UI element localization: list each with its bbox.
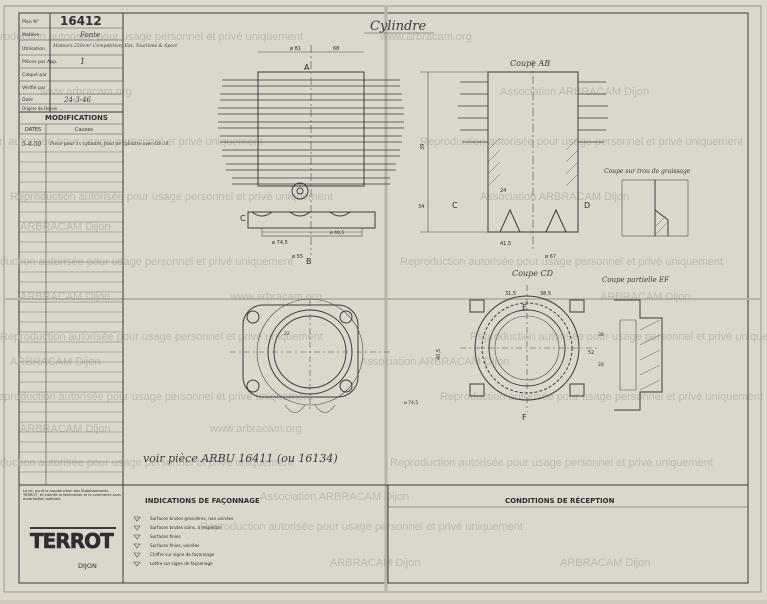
svg-text:Lettre sur signe de façonnage: Lettre sur signe de façonnage: [150, 561, 213, 566]
material-value: Fonte: [79, 31, 100, 39]
svg-text:E: E: [522, 303, 527, 312]
svg-text:www.arbracam.org: www.arbracam.org: [39, 86, 132, 98]
svg-text:Reproduction autorisée pour us: Reproduction autorisée pour usage person…: [0, 256, 293, 268]
svg-text:22: 22: [284, 331, 290, 337]
svg-text:Association ARBRACAM Dijon: Association ARBRACAM Dijon: [260, 491, 409, 503]
svg-text:Coupe CD: Coupe CD: [512, 269, 554, 278]
svg-text:Pièces par App.: Pièces par App.: [22, 58, 58, 65]
svg-text:ø 55: ø 55: [292, 254, 303, 260]
svg-text:www.arbracam.org: www.arbracam.org: [229, 291, 322, 303]
svg-text:ø 74,5: ø 74,5: [404, 400, 418, 406]
svg-text:Reproduction autorisée pour us: Reproduction autorisée pour usage person…: [0, 391, 313, 403]
svg-text:Date: Date: [22, 97, 33, 103]
svg-text:Coupe AB: Coupe AB: [510, 59, 550, 68]
svg-text:B: B: [306, 257, 312, 266]
svg-text:40,5: 40,5: [436, 349, 442, 360]
svg-text:ARBRACAM Dijon: ARBRACAM Dijon: [330, 557, 420, 569]
svg-text:Calqué par: Calqué par: [22, 71, 47, 78]
svg-text:Coupe partielle EF: Coupe partielle EF: [602, 276, 670, 284]
legal-warning: La loi, punit la reproduction des Etabli…: [23, 489, 121, 502]
svg-text:Reproduction autorisée pour us: Reproduction autorisée pour usage person…: [10, 191, 333, 203]
svg-text:52: 52: [588, 350, 594, 356]
svg-text:Reproduction autorisée pour us: Reproduction autorisée pour usage person…: [0, 136, 263, 148]
svg-text:Origine de Dessin: Origine de Dessin: [22, 106, 58, 111]
svg-text:Surfaces finies: Surfaces finies: [150, 534, 181, 539]
svg-text:Association ARBRACAM Dijon: Association ARBRACAM Dijon: [360, 356, 509, 368]
pieces-value: 1: [80, 57, 85, 66]
svg-text:ø 67: ø 67: [545, 254, 556, 260]
mod-cause: Pièce pour 1x cylindre, fond de cylindre…: [49, 140, 168, 147]
mod-date: 5-4-50: [22, 141, 42, 148]
svg-text:Matière: Matière: [22, 31, 39, 38]
modifications-title: MODIFICATIONS: [45, 114, 108, 122]
reception-title: CONDITIONS DE RÉCEPTION: [505, 496, 615, 505]
date-value: 24-3-46: [63, 96, 92, 104]
svg-text:F: F: [522, 413, 527, 422]
svg-text:Plan N°: Plan N°: [22, 19, 39, 25]
svg-text:Reproduction autorisée pour us: Reproduction autorisée pour usage person…: [390, 457, 713, 469]
section-cd: Coupe CD 31,5 38,5 40,5 52 F E ø 74,5: [404, 269, 600, 422]
svg-text:Chiffre sur signe de façonnage: Chiffre sur signe de façonnage: [150, 552, 215, 557]
svg-text:www.arbracam.org: www.arbracam.org: [379, 31, 472, 43]
cylinder-elevation: ø 81 68 A ø 74,5 ø 55 ø 40,5 B C: [218, 45, 404, 266]
svg-text:28: 28: [598, 362, 604, 368]
svg-text:Reproduction autorisée pour us: Reproduction autorisée pour usage person…: [440, 391, 763, 403]
svg-text:Surfaces brutes soins, à respe: Surfaces brutes soins, à respecter: [150, 525, 222, 530]
svg-text:Causes: Causes: [75, 127, 93, 133]
title-block: Plan N° Matière Utilisation Pièces par A…: [19, 12, 748, 583]
svg-text:Utilisation: Utilisation: [22, 46, 45, 52]
svg-text:ARBRACAM Dijon: ARBRACAM Dijon: [560, 557, 650, 569]
svg-text:31,5: 31,5: [505, 291, 516, 297]
svg-text:C: C: [452, 201, 458, 210]
svg-text:Reproduction autorisée pour us: Reproduction autorisée pour usage person…: [0, 31, 303, 43]
cylinder-plan-view: 22: [230, 298, 390, 413]
section-ef: Coupe partielle EF 38 28: [598, 276, 670, 411]
svg-text:A: A: [304, 63, 310, 72]
svg-text:34: 34: [418, 204, 424, 210]
svg-text:Surfaces finies, usinées: Surfaces finies, usinées: [150, 543, 199, 548]
svg-text:Reproduction autorisée pour us: Reproduction autorisée pour usage person…: [470, 331, 767, 343]
svg-text:C: C: [240, 214, 246, 223]
svg-text:Reproduction autorisée pour us: Reproduction autorisée pour usage person…: [200, 521, 523, 533]
plan-number: 16412: [60, 14, 102, 28]
drawing-title: Cylindre: [370, 19, 427, 34]
svg-text:ø 81: ø 81: [290, 46, 301, 52]
svg-text:ARBRACAM Dijon: ARBRACAM Dijon: [20, 291, 110, 303]
svg-text:Reproduction autorisée pour us: Reproduction autorisée pour usage person…: [400, 256, 723, 268]
svg-text:www.arbracam.org: www.arbracam.org: [209, 423, 302, 435]
svg-text:Vérifié par: Vérifié par: [22, 84, 46, 91]
svg-text:Surfaces brutes grossières, no: Surfaces brutes grossières, non usinées: [150, 516, 233, 521]
svg-text:ARBRACAM Dijon: ARBRACAM Dijon: [20, 423, 110, 435]
svg-text:Association ARBRACAM Dijon: Association ARBRACAM Dijon: [500, 86, 649, 98]
svg-text:ARBRACAM Dijon: ARBRACAM Dijon: [600, 291, 690, 303]
watermark: Reproduction autorisée pour usage person…: [0, 31, 767, 569]
terrot-city: DIJON: [78, 562, 97, 570]
svg-text:D: D: [584, 201, 590, 210]
svg-text:38,5: 38,5: [540, 291, 551, 297]
svg-text:41,5: 41,5: [500, 241, 511, 247]
handwritten-note: voir pièce ARBU 16411 (ou 16134): [143, 452, 338, 465]
usage-value: Moteurs 250cm³ Compétition, Ent. Tourism…: [52, 42, 177, 49]
svg-text:Coupe sur trou de graissage: Coupe sur trou de graissage: [604, 168, 691, 175]
svg-text:Reproduction autorisée pour us: Reproduction autorisée pour usage person…: [0, 457, 293, 469]
svg-text:68: 68: [333, 46, 339, 52]
svg-text:24: 24: [500, 188, 506, 194]
svg-text:Association ARBRACAM Dijon: Association ARBRACAM Dijon: [480, 191, 629, 203]
svg-text:ø 74,5: ø 74,5: [272, 240, 288, 246]
indications-title: INDICATIONS DE FAÇONNAGE: [145, 497, 260, 505]
svg-text:39: 39: [420, 144, 426, 150]
svg-text:Reproduction autorisée pour us: Reproduction autorisée pour usage person…: [0, 331, 323, 343]
section-ab: Coupe AB 39 34 24 41,5 ø 67 C D: [418, 59, 608, 260]
svg-text:ø 40,5: ø 40,5: [330, 230, 344, 236]
svg-text:38: 38: [598, 332, 604, 338]
footer: La loi, punit la reproduction des Etabli…: [23, 485, 748, 583]
svg-text:ARBRACAM Dijon: ARBRACAM Dijon: [20, 221, 110, 233]
svg-text:DATES: DATES: [25, 127, 41, 133]
section-oil-hole: Coupe sur trou de graissage: [604, 168, 691, 237]
terrot-logo: TERROT: [30, 529, 114, 553]
